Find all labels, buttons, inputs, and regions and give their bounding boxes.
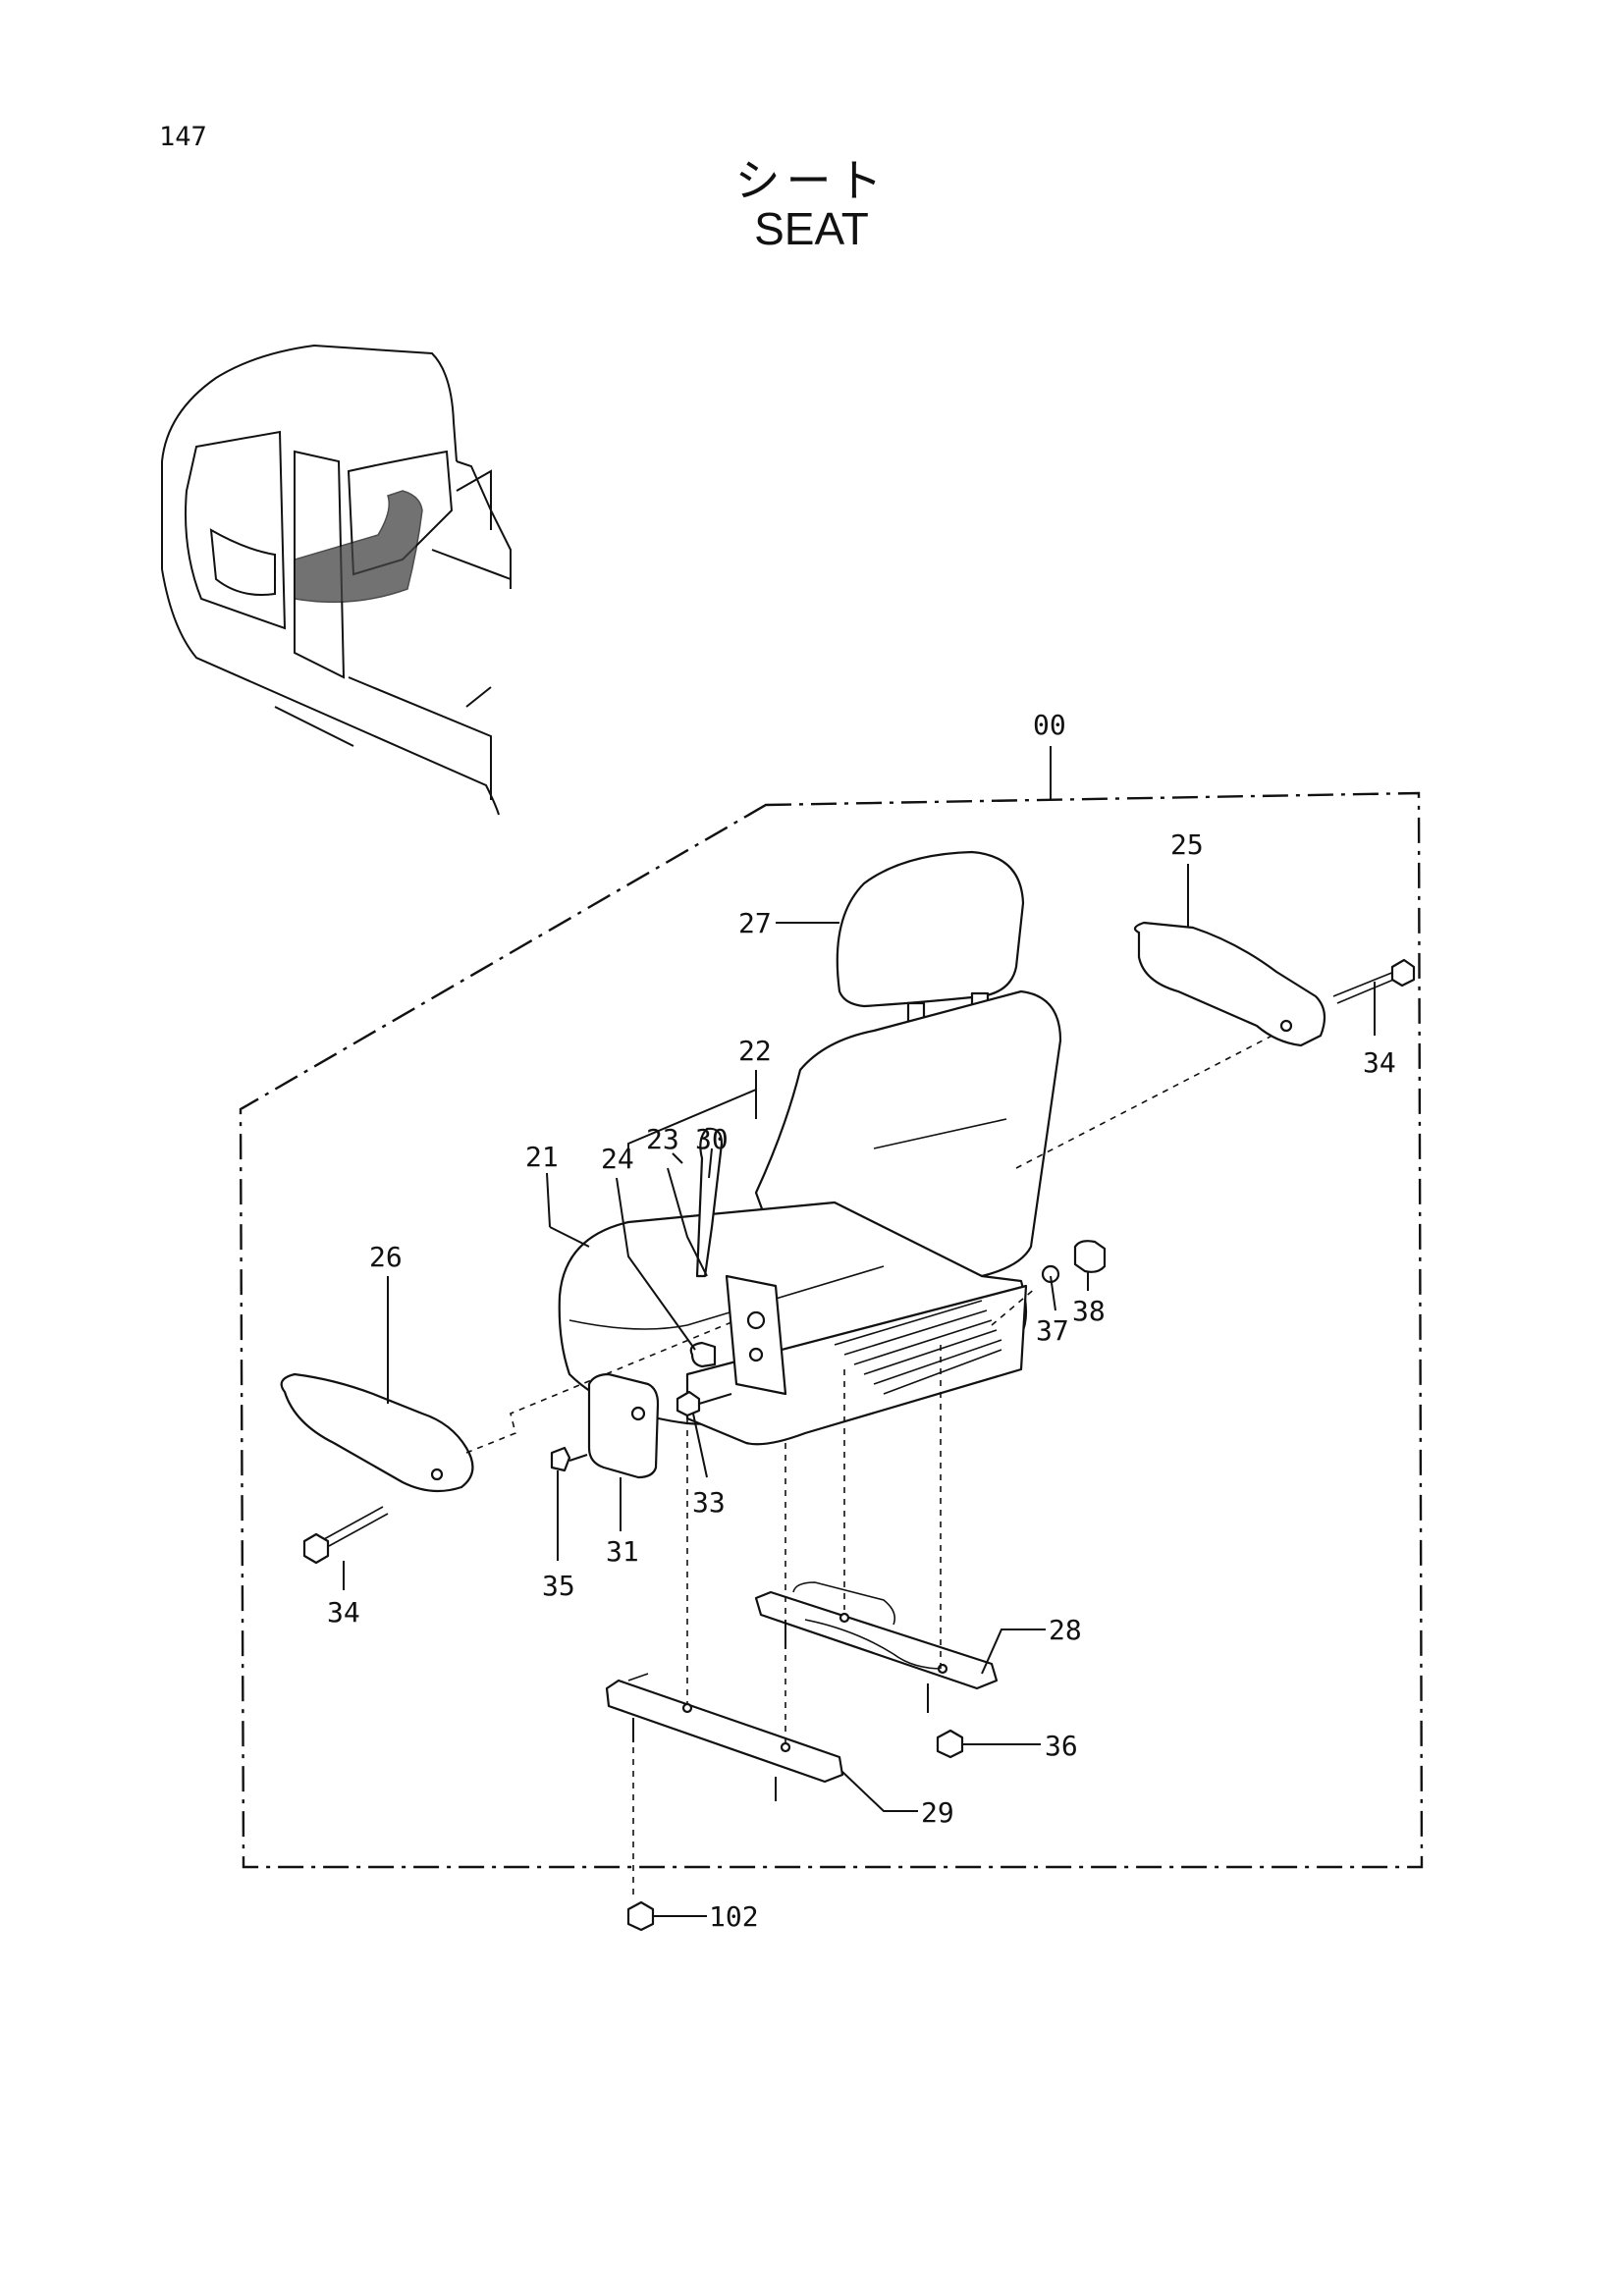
assembly-lines: [632, 1345, 942, 1899]
title-english: SEAT: [754, 203, 869, 254]
callout-30: 30: [695, 1123, 729, 1155]
callout-34-left: 34: [327, 1596, 360, 1629]
callout-29: 29: [921, 1796, 954, 1829]
callout-22: 22: [738, 1035, 772, 1067]
callout-36: 36: [1045, 1730, 1078, 1762]
callout-23: 23: [646, 1123, 679, 1155]
screw: [550, 1446, 588, 1472]
callout-28: 28: [1049, 1614, 1082, 1646]
callout-labels: 00 25 27 22 34 23 30 24 21 26 37 38 33 3…: [327, 709, 1396, 1933]
nut-102: [626, 1900, 655, 1932]
callout-31: 31: [606, 1535, 639, 1568]
callout-34-right: 34: [1363, 1046, 1396, 1079]
callout-24: 24: [601, 1143, 634, 1175]
title-japanese: シート: [734, 154, 889, 207]
callout-35: 35: [542, 1570, 575, 1602]
washer-and-knob: [991, 1240, 1107, 1326]
bolt-left: [302, 1506, 389, 1565]
callout-38: 38: [1072, 1295, 1106, 1327]
callout-00: 00: [1033, 709, 1066, 741]
callout-27: 27: [738, 907, 772, 939]
assembly-boundary: [239, 746, 1424, 1869]
leader-lines: [343, 864, 1376, 1917]
armrest-right: [1133, 921, 1326, 1047]
callout-37: 37: [1036, 1314, 1069, 1347]
cab-overview-illustration: [161, 344, 512, 816]
callout-102: 102: [709, 1900, 759, 1933]
callout-21: 21: [525, 1141, 559, 1173]
bolt-right: [1332, 958, 1416, 1004]
slide-rail-right: [754, 1581, 999, 1713]
callout-25: 25: [1170, 828, 1204, 861]
seat-illustration: [558, 850, 1292, 1446]
armrest-left: [280, 1319, 737, 1493]
cover-plate: [587, 1372, 660, 1479]
callout-33: 33: [692, 1486, 726, 1519]
slide-rail-left: [605, 1673, 844, 1801]
nut-36: [936, 1729, 964, 1759]
callout-26: 26: [369, 1241, 403, 1273]
page-number: 147: [159, 122, 207, 152]
